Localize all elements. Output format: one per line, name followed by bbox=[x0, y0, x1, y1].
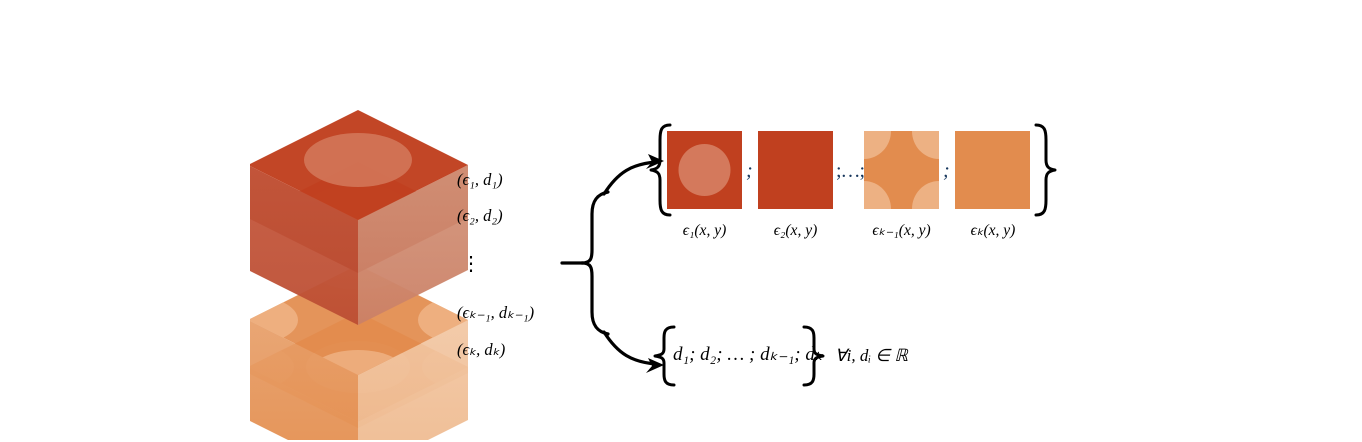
arrow-bottom-head bbox=[646, 358, 664, 373]
stack-label-layer-2-text: (ϵ₂, d₂) bbox=[457, 206, 503, 225]
patch-separator-ellipsis-text: ;…; bbox=[836, 160, 865, 182]
depths-condition-text: ∀i, dᵢ ∈ ℝ bbox=[835, 346, 908, 365]
stack-label-layer-1: (ϵ₁, d₁) bbox=[457, 170, 503, 189]
depths-condition: ∀i, dᵢ ∈ ℝ bbox=[835, 347, 908, 364]
patch-separator-ellipsis: ;…; bbox=[836, 160, 865, 183]
patch-epsilon-k bbox=[955, 131, 1030, 209]
patch-caption-k: ϵₖ(x, y) bbox=[947, 223, 1039, 239]
depths-expression-text: d₁; d₂; … ; dₖ₋₁; dₖ bbox=[673, 344, 823, 365]
patch-separator-1: ; bbox=[746, 160, 753, 183]
stack-label-layer-k: (ϵₖ, dₖ) bbox=[457, 340, 506, 359]
patches-brace-right bbox=[1034, 123, 1057, 217]
arrow-top-path bbox=[602, 160, 658, 196]
depths-expression: d₁; d₂; … ; dₖ₋₁; dₖ bbox=[673, 345, 823, 364]
layer-stack-illustration bbox=[250, 110, 468, 440]
patch-caption-2-text: ϵ₂(x, y) bbox=[773, 222, 818, 239]
patch-caption-k-minus-1: ϵₖ₋₁(x, y) bbox=[848, 223, 955, 239]
patch-caption-1: ϵ₁(x, y) bbox=[657, 223, 752, 239]
patch-epsilon-2 bbox=[758, 131, 833, 209]
stack-label-layer-k-minus-1-text: (ϵₖ₋₁, dₖ₋₁) bbox=[457, 303, 535, 322]
stack-label-layer-2: (ϵ₂, d₂) bbox=[457, 206, 503, 225]
patch-separator-1-text: ; bbox=[746, 160, 753, 182]
arrow-bottom-path bbox=[602, 330, 658, 366]
patch-separator-3: ; bbox=[943, 160, 950, 183]
depths-brace-left bbox=[653, 325, 676, 387]
stack-layer-1 bbox=[250, 110, 468, 273]
patch-epsilon-1 bbox=[667, 131, 742, 209]
patch-separator-3-text: ; bbox=[943, 160, 950, 182]
stack-label-layer-1-text: (ϵ₁, d₁) bbox=[457, 170, 503, 189]
patch-caption-2: ϵ₂(x, y) bbox=[748, 223, 843, 239]
stack-ellipsis-text: ⋮ bbox=[461, 253, 481, 275]
patch-caption-1-text: ϵ₁(x, y) bbox=[682, 222, 727, 239]
patch-caption-k-text: ϵₖ(x, y) bbox=[970, 222, 1016, 239]
arrow-top-head bbox=[646, 154, 664, 169]
stack-label-layer-k-text: (ϵₖ, dₖ) bbox=[457, 340, 506, 359]
depths-brace-right bbox=[802, 325, 825, 387]
stack-label-layer-k-minus-1: (ϵₖ₋₁, dₖ₋₁) bbox=[457, 303, 535, 322]
patch-epsilon-k-minus-1 bbox=[864, 131, 939, 209]
split-connector bbox=[560, 154, 664, 373]
patch-caption-k-minus-1-text: ϵₖ₋₁(x, y) bbox=[872, 222, 931, 239]
stack-label-ellipsis: ⋮ bbox=[461, 254, 481, 274]
patches-brace-left bbox=[649, 123, 672, 217]
